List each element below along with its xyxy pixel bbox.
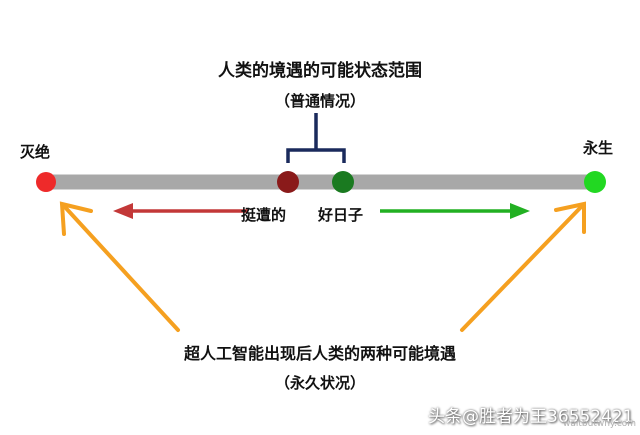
extinction-dot [36,172,56,192]
bad-arrow-head [113,203,133,219]
asi-outcomes-subtitle: （永久状况） [274,374,365,392]
bad-times-label: 挺遭的 [241,206,287,224]
extinction-label: 灭绝 [20,143,51,161]
bad-dot [277,171,299,193]
immortality-label: 永生 [583,139,614,157]
orange-arrow-right [460,201,586,332]
orange-arrow-left [59,201,180,332]
asi-outcomes-title: 超人工智能出现后人类的两种可能境遇 [183,344,456,363]
good-times-label: 好日子 [318,206,364,224]
author-watermark: 头条@胜者为王36552421 [428,407,634,427]
range-bracket [286,113,346,163]
range-title: 人类的境遇的可能状态范围 [218,61,422,81]
url-watermark: waitbutwhy.com [563,419,637,429]
range-subtitle: （普通情况） [274,92,365,110]
good-dot [332,171,354,193]
good-arrow-head [510,203,530,219]
immortality-dot [584,171,606,193]
